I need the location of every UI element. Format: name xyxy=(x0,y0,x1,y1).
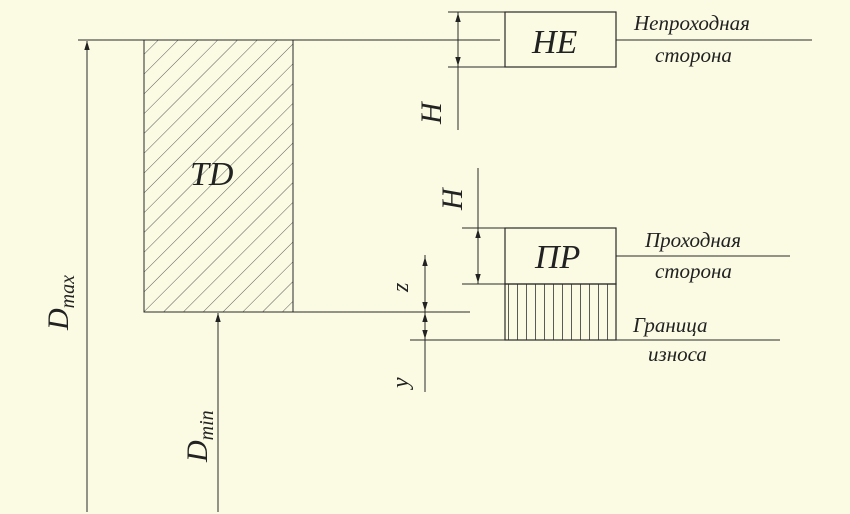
wear-limit-label-line2: износа xyxy=(648,342,707,366)
wear-allowance-zone xyxy=(504,283,617,341)
y-label: y xyxy=(388,377,414,390)
z-label: z xyxy=(388,282,414,293)
go-side-label-line2: сторона xyxy=(655,259,732,283)
dmin-label: Dmin xyxy=(181,410,218,463)
dmax-label: Dmax xyxy=(42,275,79,331)
go-side-label-line1: Проходная xyxy=(644,228,741,252)
h-lower-label: H xyxy=(436,186,469,211)
no-go-gauge-label: НЕ xyxy=(531,24,578,61)
no-go-side-label-line2: сторона xyxy=(655,43,732,67)
tolerance-field-td xyxy=(143,39,294,313)
no-go-side-label-line1: Непроходная xyxy=(633,11,750,35)
no-go-gauge-box xyxy=(504,11,617,68)
tolerance-field-label: TD xyxy=(190,156,234,193)
h-upper-label: H xyxy=(415,100,448,125)
go-gauge-label: ПР xyxy=(534,239,580,276)
wear-limit-label-line1: Граница xyxy=(632,313,708,337)
